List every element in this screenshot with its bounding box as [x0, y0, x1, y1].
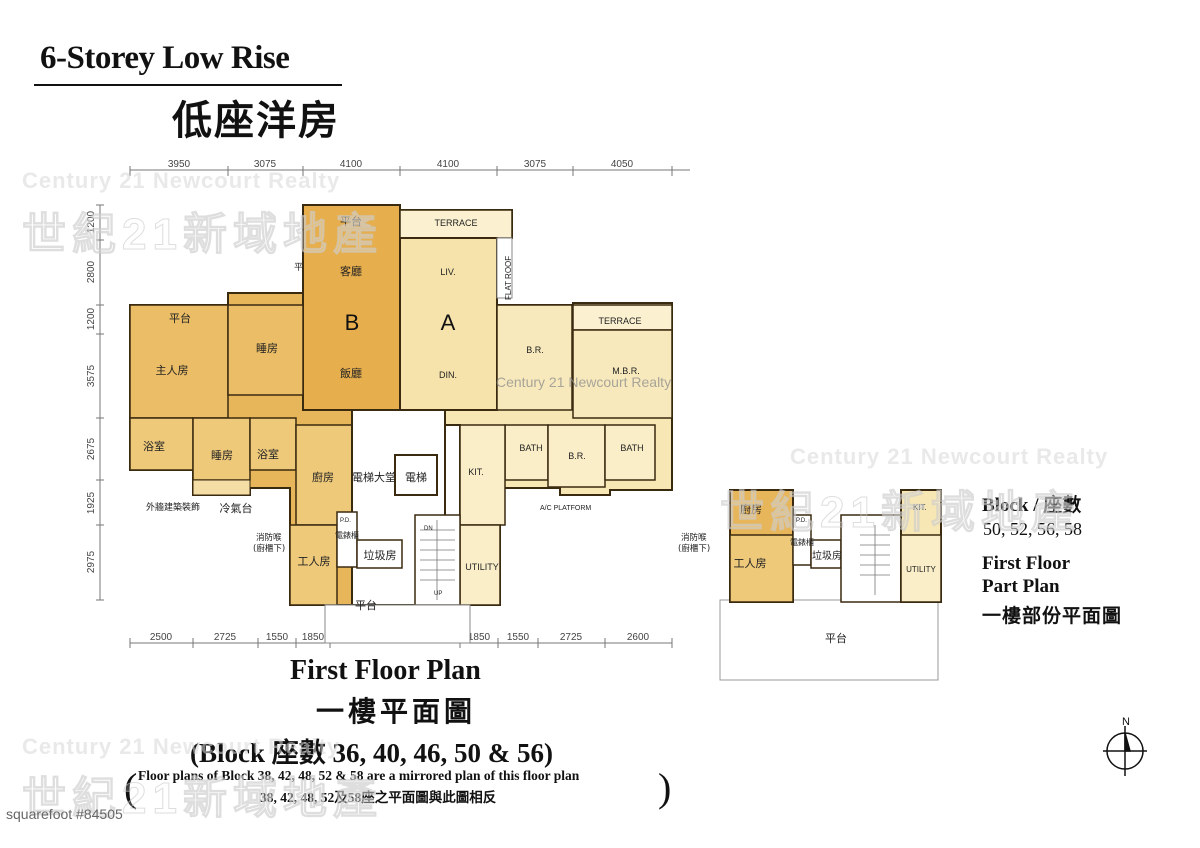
part-meter: 電錶櫃: [790, 537, 814, 547]
core-refuse-room: 垃圾房: [364, 548, 397, 562]
dim-top-3: 4100: [340, 159, 363, 170]
room-a-master-bedroom: M.B.R.: [612, 366, 640, 376]
room-a-bath-1: BATH: [519, 443, 542, 453]
room-b-master-bedroom: 主人房: [156, 364, 189, 377]
room-b-kitchen: 廚房: [312, 470, 334, 484]
part-plan-block-list: 50, 52, 56, 58: [983, 519, 1082, 539]
part-utility-en: UTILITY: [906, 565, 936, 574]
room-a-ac-platform: A/C PLATFORM: [540, 505, 591, 512]
room-a-terrace-right: TERRACE: [598, 316, 641, 326]
dim-left-1: 1200: [86, 210, 97, 233]
room-a-kitchen: KIT.: [468, 467, 484, 477]
part-plan-title-line-1: First Floor: [982, 553, 1071, 574]
room-b-living: 客廳: [340, 264, 362, 278]
room-a-living: LIV.: [440, 267, 455, 277]
dim-bottom-right-1: 1850: [468, 632, 491, 643]
room-b-external-decor: 外牆建築裝飾: [146, 501, 200, 513]
mirror-note-chinese: 38, 42, 48, 52及58座之平面圖與此圖相反: [260, 790, 497, 805]
flat-a: [399, 209, 673, 606]
part-pd: P.D.: [796, 518, 807, 524]
page-title: 6-Storey Low Rise: [40, 40, 290, 76]
room-b-fire-hose: 消防喉: [256, 532, 282, 543]
part-plan-title-line-2: Part Plan: [982, 576, 1060, 597]
dim-left-2: 2800: [86, 260, 97, 283]
room-b-bedroom-lower: 睡房: [211, 449, 233, 462]
page-title-chinese: 低座洋房: [172, 98, 340, 143]
part-plan-block-label: Block / 座數: [982, 495, 1082, 516]
dim-left-5: 2675: [86, 437, 97, 460]
room-a-utility: UTILITY: [465, 562, 499, 572]
part-plan-drawing: [719, 489, 942, 681]
room-a-bedroom: B.R.: [526, 345, 544, 355]
room-b-fire-hose-sub: (廚櫃下): [253, 543, 285, 554]
plan-block-numbers: (Block 座數 36, 40, 46, 50 & 56): [190, 738, 553, 768]
dim-top-5: 3075: [524, 159, 547, 170]
plan-caption: First Floor Plan: [290, 655, 481, 686]
dim-left-6: 1925: [86, 491, 97, 514]
building-core: [324, 409, 471, 644]
room-a-dining: DIN.: [439, 370, 457, 380]
dim-bottom-left-4: 1850: [302, 632, 325, 643]
room-b-small-platform: 平: [294, 262, 303, 273]
plan-caption-chinese: 一樓平面圖: [316, 697, 477, 728]
core-stair-dn: DN: [424, 526, 433, 532]
dim-top-6: 4050: [611, 159, 634, 170]
dim-top-2: 3075: [254, 159, 277, 170]
core-pd: P.D.: [340, 518, 351, 524]
flat-a-label: A: [441, 310, 456, 335]
room-b-ac-platform: 冷氣台: [220, 501, 253, 515]
room-b-bedroom-upper: 睡房: [256, 342, 278, 355]
part-refuse-room: 垃圾房: [812, 549, 842, 562]
part-fire-hose-sub: (廚櫃下): [678, 543, 710, 554]
part-kitchen: 廚房: [740, 502, 762, 516]
room-a-bath-2: BATH: [620, 443, 643, 453]
room-b-bathroom-left: 浴室: [143, 439, 165, 453]
dim-bottom-right-4: 2600: [627, 632, 650, 643]
room-b-platform-top: 平台: [340, 214, 362, 228]
room-a-bedroom-2: B.R.: [568, 451, 586, 461]
core-lift-lobby: 電梯大堂: [352, 470, 396, 484]
title-underline: [34, 84, 342, 86]
part-fire-hose: 消防喉: [681, 532, 707, 543]
north-arrow-icon: [1103, 726, 1147, 776]
flat-b-label: B: [345, 310, 360, 335]
core-lift: 電梯: [405, 471, 427, 484]
dim-bottom-left-1: 2500: [150, 632, 173, 643]
dim-top-1: 3950: [168, 159, 191, 170]
dim-bottom-left-3: 1550: [266, 632, 289, 643]
room-b-bathroom-mid: 浴室: [257, 447, 279, 461]
core-platform: 平台: [355, 598, 377, 612]
part-utility: 工人房: [734, 557, 767, 570]
dim-left-3: 1200: [86, 307, 97, 330]
dim-bottom-right-3: 2725: [560, 632, 583, 643]
room-b-platform-left: 平台: [169, 311, 191, 325]
dim-bottom-right-2: 1550: [507, 632, 530, 643]
room-b-dining: 飯廳: [340, 366, 362, 380]
mirror-note: Floor plans of Block 38, 42, 48, 52 & 58…: [138, 768, 580, 783]
dim-left-7: 2975: [86, 550, 97, 573]
note-paren-left: (: [124, 765, 138, 810]
dim-bottom-left-2: 2725: [214, 632, 237, 643]
core-meter: 電錶櫃: [335, 530, 359, 540]
room-a-flat-roof: FLAT ROOF: [504, 256, 513, 300]
room-b-utility: 工人房: [298, 555, 331, 568]
core-stair-up: UP: [434, 591, 442, 597]
note-paren-right: ): [658, 765, 672, 810]
part-platform: 平台: [825, 631, 847, 645]
dim-left-4: 3575: [86, 364, 97, 387]
room-a-terrace-top: TERRACE: [434, 218, 477, 228]
part-plan-title-chinese: 一樓部份平面圖: [982, 606, 1123, 627]
north-label: N: [1122, 716, 1130, 728]
flat-b: [129, 204, 401, 606]
dim-top-4: 4100: [437, 159, 460, 170]
part-kit: KIT.: [913, 503, 927, 512]
